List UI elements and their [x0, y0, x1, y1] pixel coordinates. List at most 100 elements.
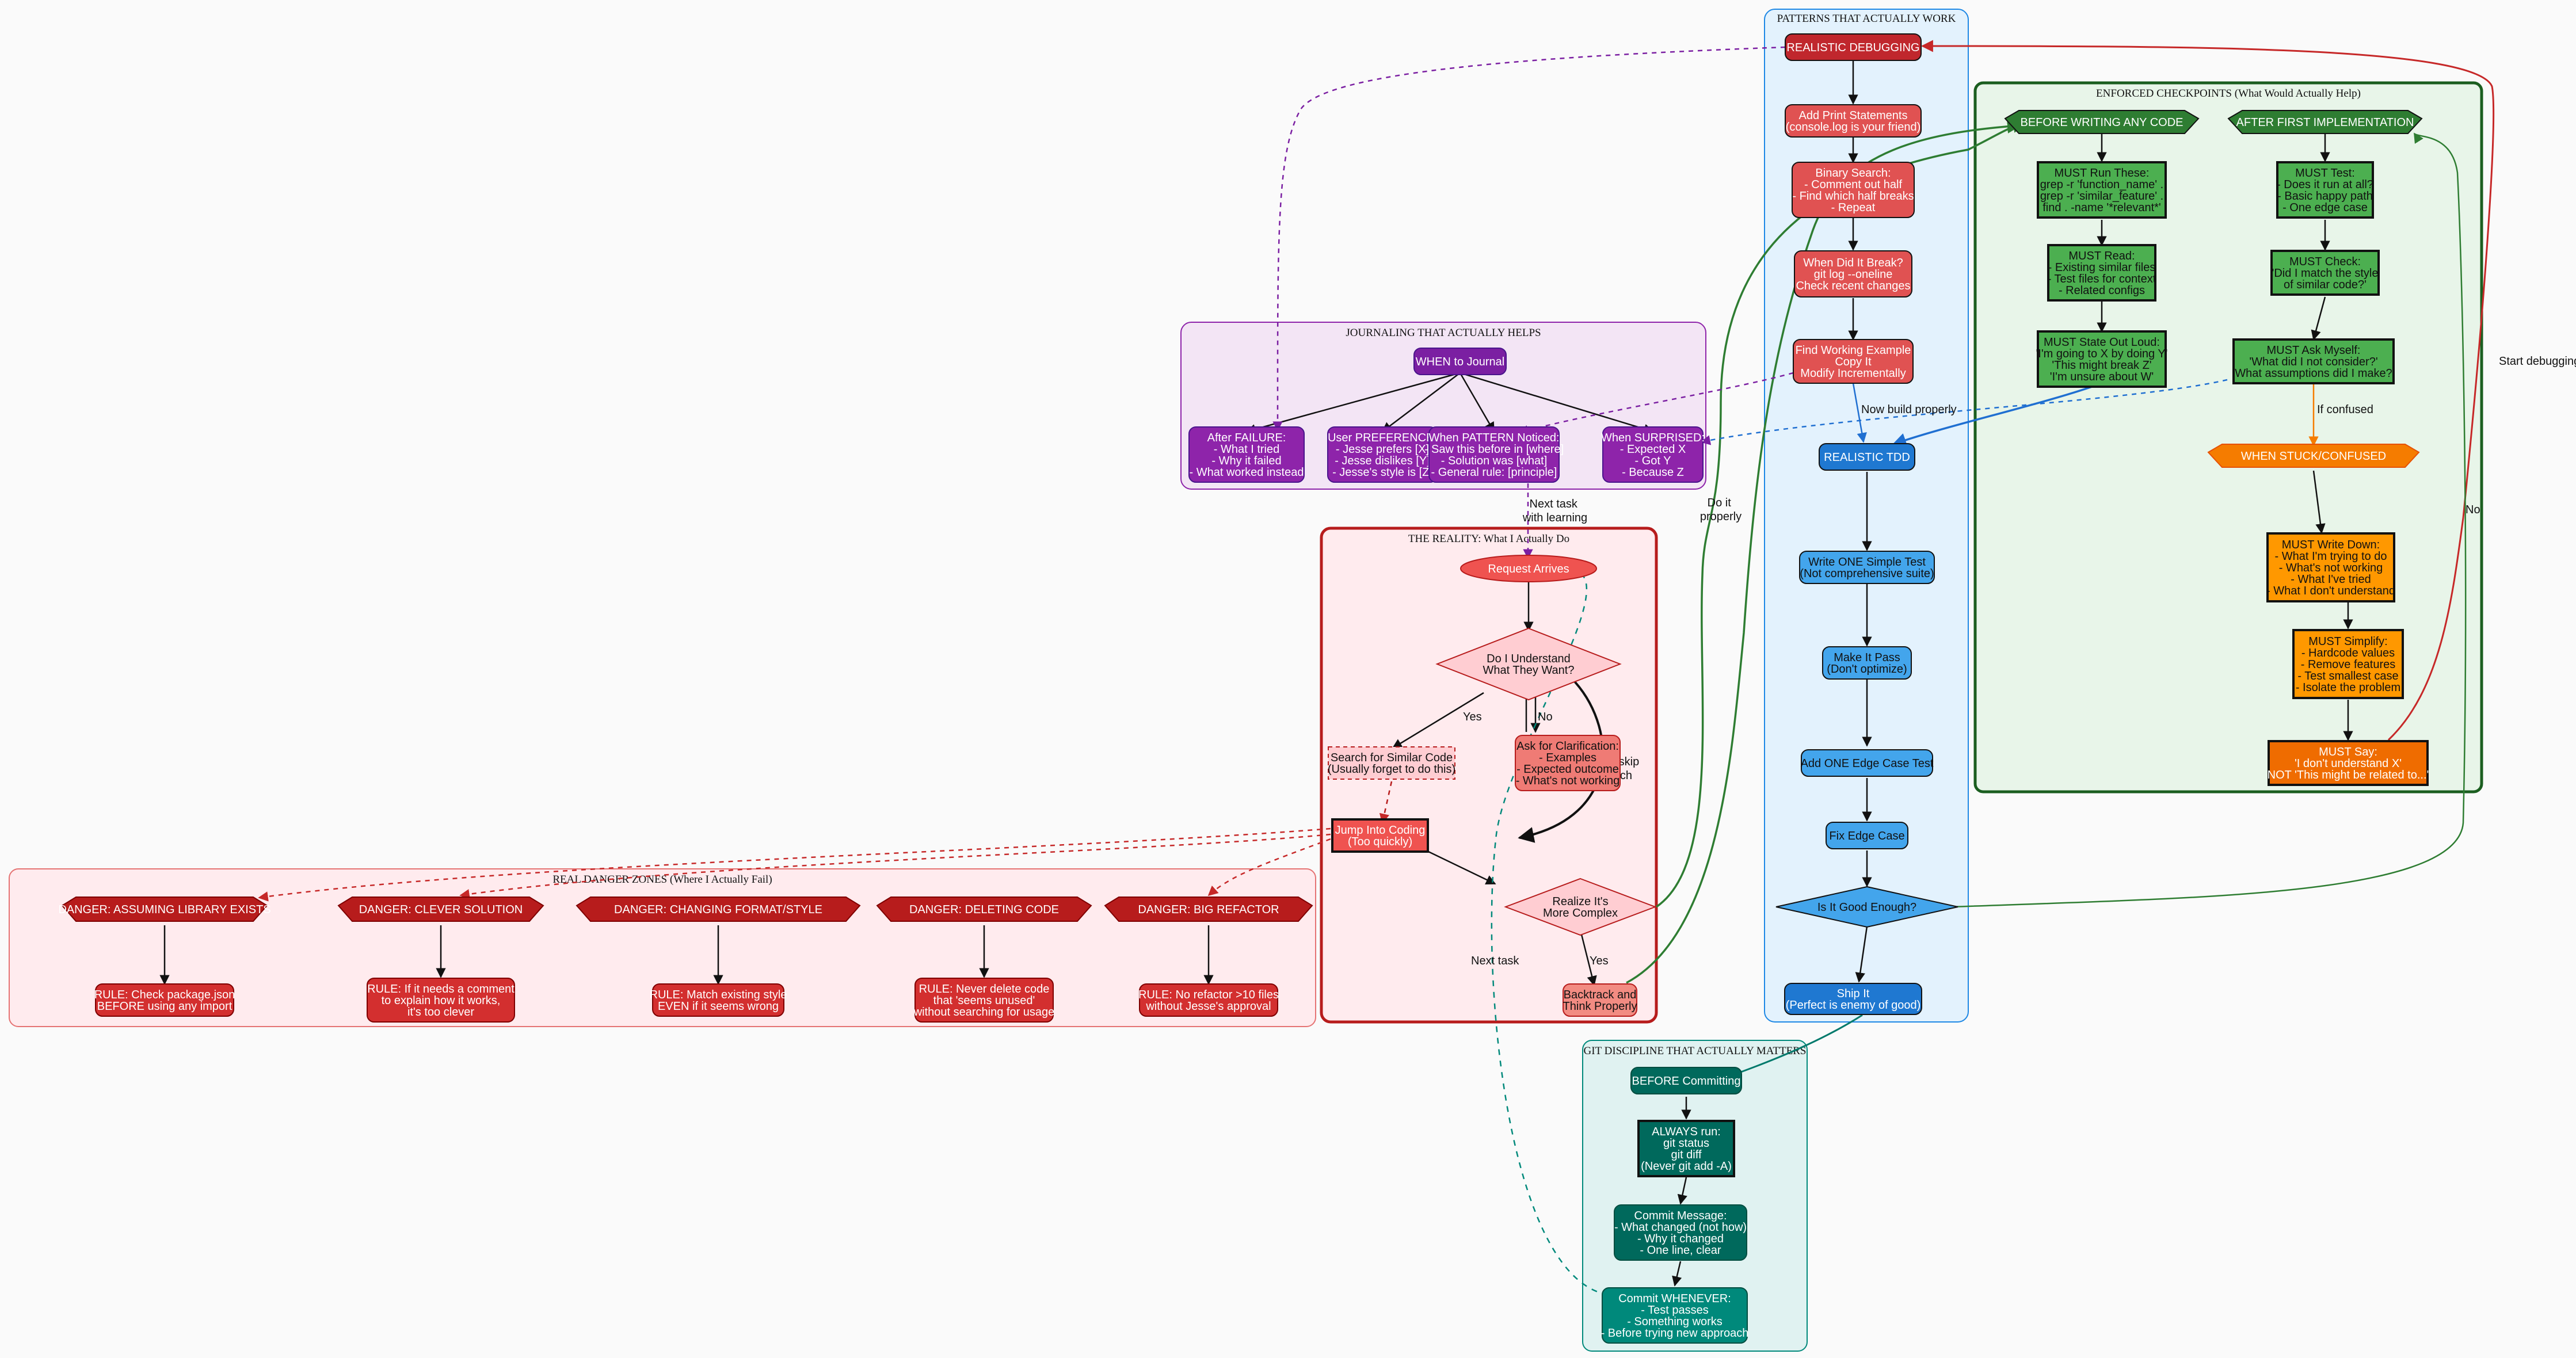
node-shape — [1435, 627, 1622, 701]
node-before-committing: BEFORE Committing — [1630, 1067, 1742, 1094]
cluster-title-journaling: JOURNALING THAT ACTUALLY HELPS — [1346, 327, 1541, 339]
node-text-line: WHEN STUCK/CONFUSED — [2241, 450, 2386, 463]
node-text-line: git diff — [1671, 1149, 1702, 1161]
node-text-line: DANGER: DELETING CODE — [909, 903, 1059, 916]
node-shape — [652, 983, 784, 1017]
node-make-pass: Make It Pass(Don't optimize) — [1822, 646, 1912, 680]
node-text-line: to explain how it works, — [382, 994, 501, 1007]
node-text-line: Commit Message: — [1634, 1210, 1727, 1222]
node-text-line: Think Properly — [1563, 1000, 1637, 1013]
node-jump-coding: Jump Into Coding(Too quickly) — [1331, 818, 1429, 853]
node-text-line: Backtrack and — [1564, 989, 1637, 1001]
node-shape — [337, 897, 544, 922]
node-text-line: RULE: Never delete code — [919, 983, 1050, 995]
node-must-run: MUST Run These:grep -r 'function_name' .… — [2037, 161, 2167, 219]
node-text-line: NOT 'This might be related to...' — [2268, 769, 2429, 781]
node-text-line: DANGER: ASSUMING LIBRARY EXISTS — [58, 903, 270, 916]
node-shape — [95, 983, 234, 1017]
node-realistic-debugging: REALISTIC DEBUGGING — [1785, 33, 1922, 61]
node-text-line: EVEN if it seems wrong — [658, 1000, 779, 1013]
node-text-line: Ship It — [1837, 987, 1870, 1000]
node-when-stuck: WHEN STUCK/CONFUSED — [2207, 444, 2420, 468]
node-shape — [1413, 348, 1507, 375]
node-text-line: - General rule: [principle] — [1431, 466, 1557, 479]
node-text-line: - Examples — [1539, 752, 1596, 764]
node-search-similar: Search for Similar Code(Usually forget t… — [1328, 746, 1455, 780]
node-text-line: - Test passes — [1641, 1304, 1708, 1317]
node-text-line: - What changed (not how) — [1614, 1221, 1747, 1234]
node-text-line: - Repeat — [1831, 201, 1876, 214]
cluster-title-danger: REAL DANGER ZONES (Where I Actually Fail… — [552, 873, 772, 886]
edges — [159, 40, 2495, 1296]
node-shape — [1826, 822, 1908, 849]
node-shape — [1793, 339, 1914, 384]
node-shape — [2270, 250, 2380, 296]
node-text-line: When PATTERN Noticed: — [1428, 432, 1559, 444]
node-shape — [1794, 250, 1912, 297]
cluster-journaling: JOURNALING THAT ACTUALLY HELPS — [1180, 322, 1706, 490]
node-when-journal: WHEN to Journal — [1413, 348, 1507, 375]
node-must-test: MUST Test:- Does it run at all?- Basic h… — [2276, 161, 2374, 219]
node-text-line: RULE: If it needs a comment — [367, 983, 515, 995]
node-text-line: without Jesse's approval — [1145, 1000, 1271, 1013]
node-text-line: Fix Edge Case — [1829, 830, 1904, 842]
node-text-line: MUST State Out Loud: — [2044, 336, 2160, 349]
node-text-line: 'Did I match the style — [2272, 267, 2379, 280]
cluster-title-git: GIT DISCIPLINE THAT ACTUALLY MATTERS — [1584, 1045, 1807, 1057]
node-text-line: Make It Pass — [1834, 651, 1900, 664]
node-text-line: MUST Ask Myself: — [2267, 344, 2361, 357]
node-realistic-tdd: REALISTIC TDD — [1819, 443, 1915, 471]
node-text-line: BEFORE WRITING ANY CODE — [2021, 116, 2183, 129]
node-text-line: - Related configs — [2059, 284, 2145, 297]
node-text-line: RULE: Match existing style — [650, 989, 787, 1001]
node-text-line: When SURPRISED: — [1601, 432, 1705, 444]
node-danger-delete: DANGER: DELETING CODE — [876, 897, 1092, 922]
node-text-line: More Complex — [1543, 907, 1618, 920]
node-shape — [2047, 244, 2156, 302]
node-text-line: DANGER: CLEVER SOLUTION — [359, 903, 523, 916]
node-shape — [367, 978, 515, 1023]
node-text-line: - What worked instead — [1190, 466, 1304, 479]
node-text-line: - Does it run at all? — [2277, 178, 2373, 191]
node-shape — [1614, 1204, 1747, 1261]
node-shape — [2232, 338, 2395, 384]
node-must-read: MUST Read:- Existing similar files- Test… — [2047, 244, 2156, 302]
node-danger-library: DANGER: ASSUMING LIBRARY EXISTS — [58, 897, 271, 922]
node-shape — [1785, 104, 1922, 138]
edge-label-next-task-learning: Next task with learning — [1522, 498, 1587, 524]
cluster-title-checkpoints: ENFORCED CHECKPOINTS (What Would Actuall… — [2096, 87, 2361, 100]
node-shape — [2292, 629, 2404, 699]
node-text-line: 'I don't understand X' — [2295, 757, 2402, 770]
node-text-line: - Hardcode values — [2301, 647, 2395, 659]
node-text-line: REALISTIC DEBUGGING — [1786, 41, 1919, 54]
node-text-line: BEFORE using any import — [97, 1000, 233, 1013]
node-text-line: - Why it changed — [1637, 1233, 1724, 1245]
node-shape — [1460, 555, 1597, 582]
node-text-line: MUST Simplify: — [2308, 635, 2387, 648]
node-text-line: - Remove features — [2301, 658, 2396, 671]
cluster-title-patterns: PATTERNS THAT ACTUALLY WORK — [1777, 13, 1956, 25]
node-text-line: git log --oneline — [1814, 268, 1893, 281]
node-shape — [2268, 740, 2429, 786]
node-shape — [1515, 735, 1621, 791]
cluster-git: GIT DISCIPLINE THAT ACTUALLY MATTERS — [1582, 1040, 1808, 1352]
node-text-line: (console.log is your friend) — [1786, 121, 1921, 133]
node-text-line: - Test smallest case — [2297, 670, 2398, 682]
node-text-line: - Why it failed — [1211, 455, 1281, 467]
node-text-line: (Don't optimize) — [1827, 663, 1907, 676]
edge-label-next-task: Next task — [1471, 955, 1519, 967]
node-pattern-noticed: When PATTERN Noticed:- Saw this before i… — [1424, 426, 1564, 483]
node-must-say: MUST Say:'I don't understand X'NOT 'This… — [2268, 740, 2429, 786]
node-text-line: - Expected X — [1620, 443, 1686, 456]
node-shape — [1801, 749, 1933, 777]
node-text-line: Add ONE Edge Case Test — [1801, 757, 1934, 770]
node-text-line: - What's not working — [2279, 562, 2383, 574]
node-text-line: - What's not working — [1516, 775, 1620, 787]
